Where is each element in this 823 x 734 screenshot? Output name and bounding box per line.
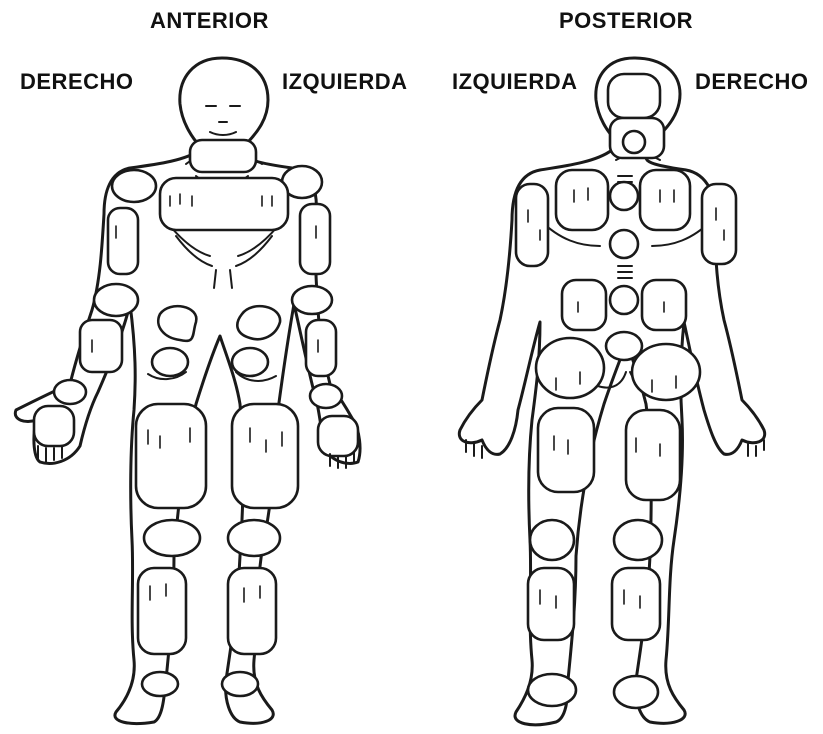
anterior-zone-left-groin — [232, 348, 268, 376]
anterior-zone-left-elbow — [292, 286, 332, 314]
anterior-zone-right-hip — [158, 306, 196, 341]
anterior-zone-left-ankle — [222, 672, 258, 696]
posterior-zone-left-buttock — [536, 338, 604, 398]
posterior-zone-thoracic-spine-1 — [610, 182, 638, 210]
posterior-zone-left-heel — [528, 674, 576, 706]
anterior-zone-left-thigh — [232, 404, 298, 508]
posterior-zone-right-knee — [614, 520, 662, 560]
anterior-zone-right-forearm — [80, 320, 122, 372]
posterior-zone-left-thigh — [538, 408, 594, 492]
posterior-zone-head — [608, 74, 660, 118]
anterior-zone-left-shin — [228, 568, 276, 654]
anterior-zone-right-knee — [144, 520, 200, 556]
anterior-zone-left-knee — [228, 520, 280, 556]
posterior-zone-right-calf — [612, 568, 660, 640]
anterior-zone-left-hip — [237, 306, 280, 339]
anterior-figure — [15, 58, 360, 724]
posterior-zone-left-knee — [530, 520, 574, 560]
anterior-zone-right-groin — [152, 348, 188, 376]
anterior-zone-left-upper-arm — [300, 204, 330, 274]
posterior-zone-right-upper-back — [640, 170, 690, 230]
anterior-zone-right-elbow — [94, 284, 138, 316]
posterior-zone-right-buttock — [632, 344, 700, 400]
posterior-zone-lumbar-spine — [610, 286, 638, 314]
anterior-zone-right-thigh — [136, 404, 206, 508]
anterior-zone-left-wrist — [310, 384, 342, 408]
anterior-zone-right-ankle — [142, 672, 178, 696]
posterior-zone-left-calf — [528, 568, 574, 640]
posterior-zone-right-thigh — [626, 410, 680, 500]
posterior-zone-left-lower-back — [562, 280, 606, 330]
posterior-zone-thoracic-spine-2 — [610, 230, 638, 258]
posterior-zone-right-heel — [614, 676, 658, 708]
anterior-zone-left-hand — [318, 416, 358, 456]
anterior-zone-right-wrist — [54, 380, 86, 404]
posterior-zone-right-upper-arm — [702, 184, 736, 264]
posterior-zone-left-upper-back — [556, 170, 608, 230]
anterior-zone-left-forearm — [306, 320, 336, 376]
anterior-zone-neck — [190, 140, 256, 172]
posterior-zone-left-upper-arm — [516, 184, 548, 266]
posterior-figure — [459, 58, 764, 725]
anterior-zone-right-shin — [138, 568, 186, 654]
anterior-zone-right-shoulder — [112, 170, 156, 202]
anterior-zone-right-upper-arm — [108, 208, 138, 274]
posterior-zone-cervical-spine — [623, 131, 645, 153]
anterior-zone-right-hand — [34, 406, 74, 446]
